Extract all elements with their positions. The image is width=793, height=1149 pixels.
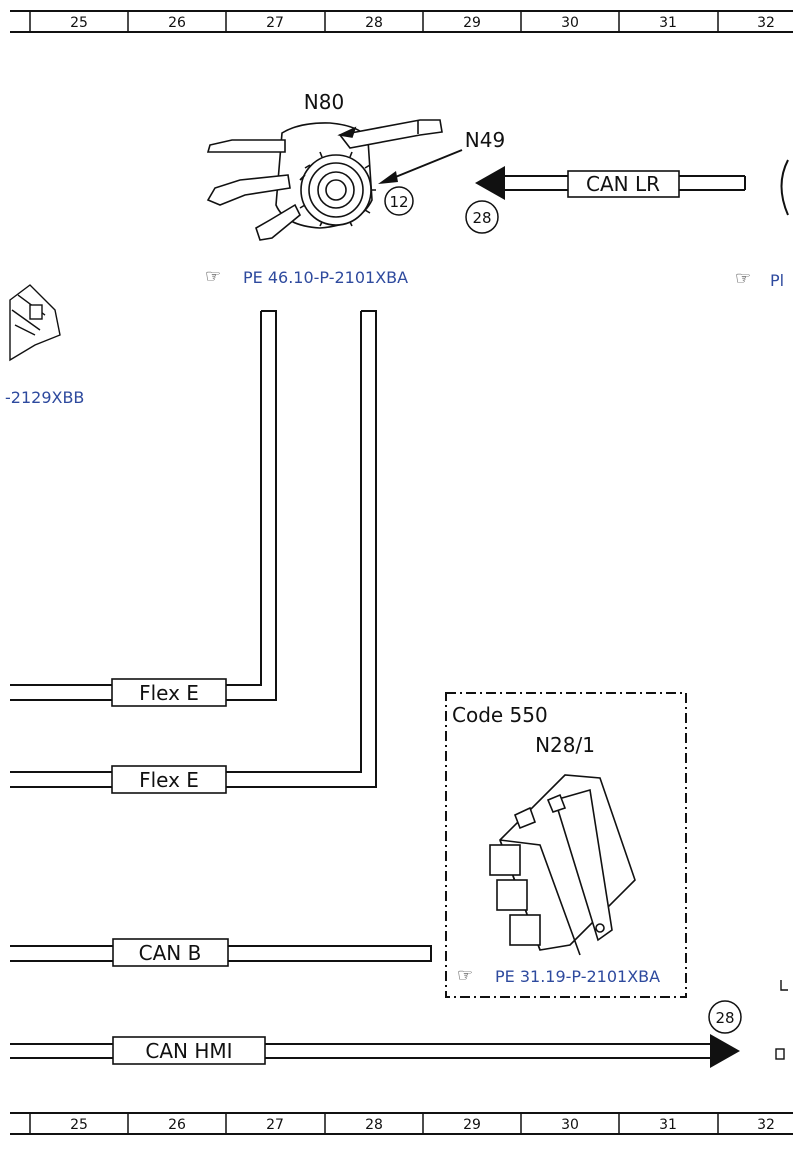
can-b-bus [10, 945, 432, 962]
pointing-hand-icon: ☞ [205, 266, 221, 287]
n80-reference-text[interactable]: PE 46.10-P-2101XBA [243, 268, 408, 287]
ruler-col-32: 32 [757, 15, 775, 31]
left-partial-reference-text[interactable]: -2129XBB [5, 388, 84, 407]
flex-e-2-label: Flex E [139, 768, 199, 792]
n28-1-reference-link[interactable]: ☞ PE 31.19-P-2101XBA [457, 965, 660, 986]
ruler-col-31: 31 [659, 1117, 677, 1133]
pointing-hand-icon: ☞ [457, 965, 473, 986]
can-b-wire-right [228, 945, 432, 962]
flex-e-wires [10, 310, 377, 788]
flex-e-2-label-box [111, 765, 227, 794]
connector-12-number: 12 [389, 193, 408, 211]
ruler-col-29: 29 [463, 1117, 481, 1133]
n80-label: N80 [304, 90, 344, 114]
flex-e-2-wire-outer [225, 310, 377, 788]
left-partial-component: -2129XBB [5, 284, 84, 407]
right-edge-glyph-2 [775, 1048, 785, 1060]
left-partial-illustration [9, 284, 61, 362]
n28-1-label: N28/1 [535, 733, 595, 757]
right-partial-component: ☞ Pl [735, 159, 789, 290]
right-partial-outline [780, 159, 789, 216]
n49-callout-line [392, 149, 463, 179]
can-hmi-arrowhead [710, 1034, 740, 1068]
code-550-group: Code 550 N28/1 ☞ PE 31.19-P-2101XBA [445, 692, 687, 998]
can-lr-marker: 28 [472, 209, 491, 227]
ruler-col-30: 30 [561, 1117, 579, 1133]
ruler-col-27: 27 [266, 1117, 284, 1133]
ruler-col-29: 29 [463, 15, 481, 31]
top-ruler: 25 26 27 28 29 30 31 32 [10, 10, 793, 33]
code-550-label: Code 550 [452, 703, 548, 727]
flex-e-2-wire-inner [225, 311, 362, 773]
can-hmi-label-box [112, 1036, 266, 1065]
ruler-col-30: 30 [561, 15, 579, 31]
right-partial-reference-text[interactable]: Pl [770, 271, 784, 290]
can-hmi-label: CAN HMI [145, 1039, 232, 1063]
can-lr-label-box [567, 170, 680, 198]
can-hmi-marker: 28 [715, 1009, 734, 1027]
can-lr-bus: CAN LR 28 [465, 166, 746, 234]
can-lr-marker-circle [465, 200, 499, 234]
right-edge-partial-glyphs [775, 980, 788, 1060]
pointing-hand-icon: ☞ [735, 268, 751, 289]
flex-e-1-label: Flex E [139, 681, 199, 705]
can-hmi-bus: CAN HMI 28 [10, 1000, 742, 1068]
ruler-col-26: 26 [168, 1117, 186, 1133]
n49-callout-arrowhead [378, 171, 398, 184]
can-lr-label: CAN LR [586, 172, 660, 196]
flex-e-1-wire-inner [226, 311, 262, 686]
code-550-dashed-frame [445, 692, 687, 998]
ruler-col-26: 26 [168, 15, 186, 31]
can-b-label: CAN B [139, 941, 202, 965]
flex-e-1-label-box [111, 678, 227, 707]
flex-e-1-wire-outer [226, 310, 277, 701]
n80-component: N80 N49 12 [205, 90, 505, 287]
n28-1-module-illustration [489, 774, 636, 956]
ruler-col-28: 28 [365, 15, 383, 31]
ruler-col-32: 32 [757, 1117, 775, 1133]
ruler-col-31: 31 [659, 15, 677, 31]
right-edge-glyph-1 [780, 980, 788, 991]
steering-column-module-illustration [206, 119, 443, 241]
n49-label: N49 [465, 128, 505, 152]
ruler-col-25: 25 [70, 15, 88, 31]
can-hmi-marker-circle [708, 1000, 742, 1034]
connector-12-circle [384, 186, 414, 216]
n80-reference-link[interactable]: ☞ PE 46.10-P-2101XBA [205, 266, 408, 287]
bottom-ruler: 25 26 27 28 29 30 31 32 [10, 1112, 793, 1135]
n28-1-reference-text[interactable]: PE 31.19-P-2101XBA [495, 967, 660, 986]
ruler-col-28: 28 [365, 1117, 383, 1133]
ruler-col-27: 27 [266, 15, 284, 31]
can-b-label-box [112, 938, 229, 967]
can-lr-arrowhead [475, 166, 505, 200]
ruler-col-25: 25 [70, 1117, 88, 1133]
